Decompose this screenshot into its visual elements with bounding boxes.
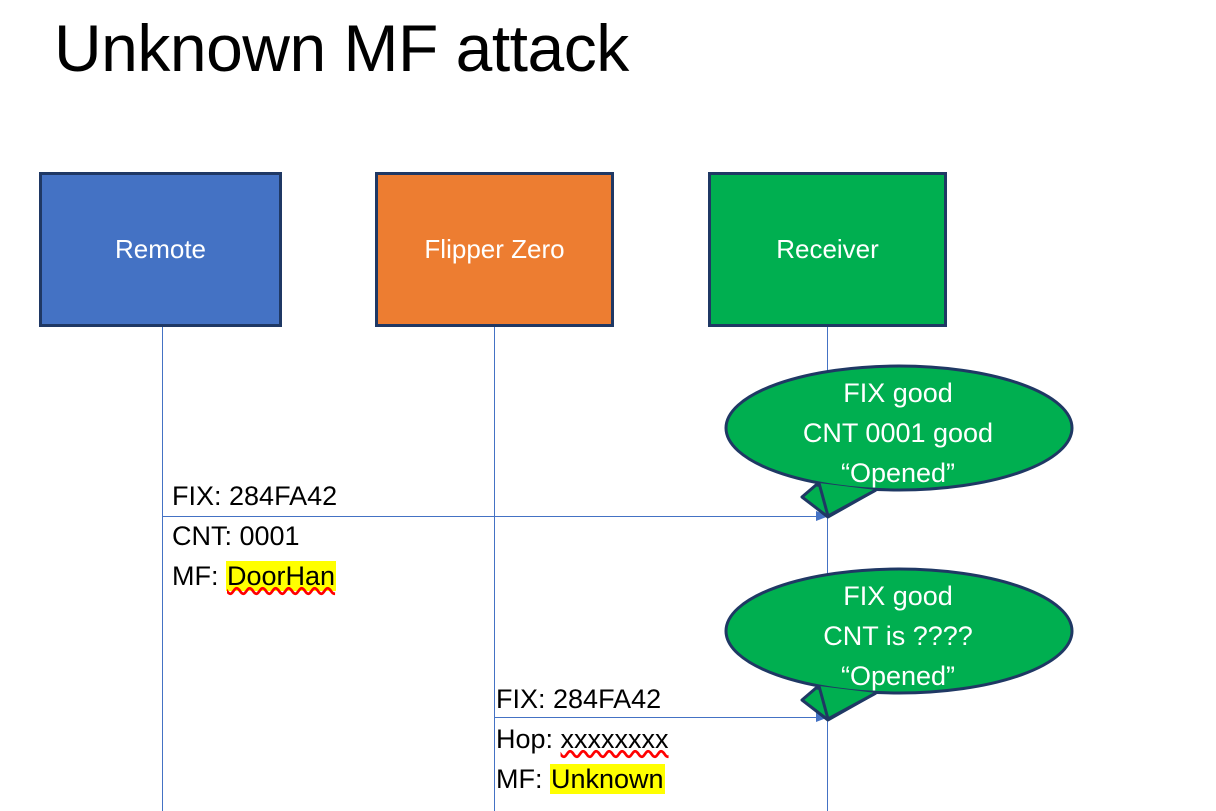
message-line-prefix: MF:	[172, 561, 226, 591]
speech-bubble-shape	[724, 364, 1074, 519]
actor-box-receiver[interactable]: Receiver	[708, 172, 947, 327]
arrowhead-icon	[816, 511, 829, 521]
actor-box-remote[interactable]: Remote	[39, 172, 282, 327]
page-title: Unknown MF attack	[54, 11, 629, 85]
lifeline-receiver	[827, 327, 828, 811]
speech-bubble-shape	[724, 567, 1074, 722]
actor-box-flipper-zero[interactable]: Flipper Zero	[375, 172, 614, 327]
message-line-value: 0001	[239, 521, 300, 551]
message-line: MF: Unknown	[496, 759, 669, 799]
message-line-value-highlighted: DoorHan	[226, 561, 337, 591]
actor-label-remote: Remote	[114, 234, 207, 264]
message-line-value-highlighted: Unknown	[550, 764, 665, 794]
message-label-flipper: FIX: 284FA42 Hop: xxxxxxxx MF: Unknown	[496, 679, 669, 799]
speech-bubble-receiver-first[interactable]: FIX good CNT 0001 good “Opened”	[724, 363, 1076, 523]
message-line: Hop: xxxxxxxx	[496, 719, 669, 759]
message-line: MF: DoorHan	[172, 556, 337, 596]
lifeline-remote	[162, 327, 163, 811]
message-line-prefix: CNT:	[172, 521, 240, 551]
message-line-prefix: FIX:	[496, 684, 554, 714]
actor-label-receiver: Receiver	[776, 234, 879, 264]
message-line: FIX: 284FA42	[172, 476, 337, 516]
message-line-prefix: FIX:	[172, 481, 230, 511]
message-line-value: 284FA42	[229, 481, 338, 511]
lifeline-flipper	[494, 327, 495, 811]
message-line: FIX: 284FA42	[496, 679, 669, 719]
message-line-value: xxxxxxxx	[560, 724, 669, 754]
message-line-prefix: Hop:	[496, 724, 561, 754]
message-line-prefix: MF:	[496, 764, 550, 794]
message-arrow-remote-to-receiver	[163, 511, 829, 521]
actor-label-flipper-zero: Flipper Zero	[424, 234, 565, 264]
message-line-value: 284FA42	[553, 684, 662, 714]
message-line: CNT: 0001	[172, 516, 337, 556]
speech-bubble-receiver-second[interactable]: FIX good CNT is ???? “Opened”	[724, 566, 1076, 726]
message-label-remote: FIX: 284FA42 CNT: 0001 MF: DoorHan	[172, 476, 337, 596]
